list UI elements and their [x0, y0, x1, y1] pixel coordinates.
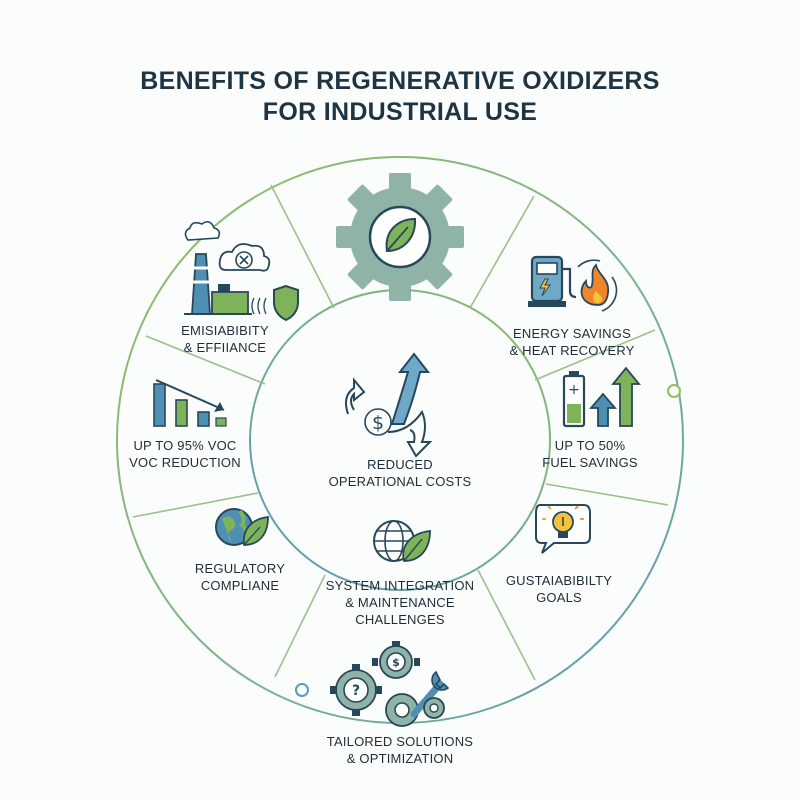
segment-label-energy: ENERGY SAVINGS& HEAT RECOVERY [509, 326, 635, 358]
segment-dividers [132, 184, 669, 681]
cost-arrows-dollar-icon: $ [345, 352, 433, 458]
globe-leaf-small-icon [373, 520, 431, 562]
svg-text:?: ? [352, 683, 360, 699]
globe-leaf-icon [215, 508, 269, 546]
factory-cloud-shield-icon [184, 220, 299, 322]
gear-leaf-icon [336, 173, 464, 301]
svg-text:$: $ [392, 656, 400, 669]
segment-label-emissions: EMISIABIBITY& EFFIIANCE [181, 323, 269, 355]
segment-label-tailored: TAILORED SOLUTIONS& OPTIMIZATION [326, 734, 474, 766]
svg-text:$: $ [372, 412, 384, 434]
ring-dot-left [295, 683, 309, 697]
title-line-2: FOR INDUSTRIAL USE [262, 98, 538, 126]
ring-dot-right [667, 384, 681, 398]
battery-arrows-icon: + [562, 366, 641, 428]
gears-wrench-icon: ? $ [330, 641, 450, 727]
segment-label-fuel: UP TO 50%FUEL SAVINGS [542, 438, 638, 470]
svg-text:+: + [568, 382, 580, 398]
fuel-pump-flame-icon [528, 255, 618, 312]
title-line-1: BENEFITS OF REGENERATIVE OXIDIZERS [140, 67, 660, 95]
declining-bars-icon [153, 379, 227, 427]
lightbulb-speech-icon [535, 504, 591, 554]
